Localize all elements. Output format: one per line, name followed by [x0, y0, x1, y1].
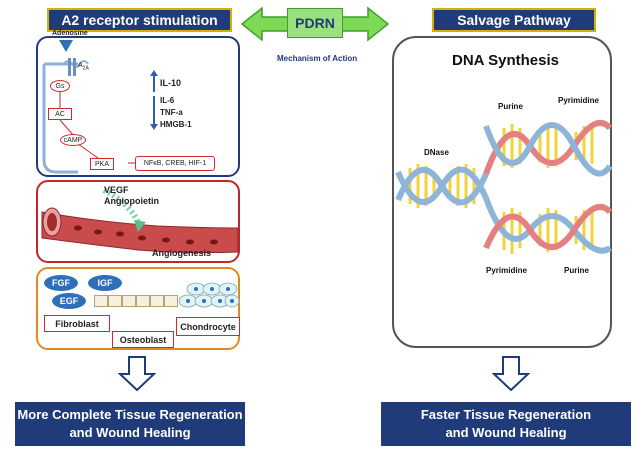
mechanism-caption: Mechanism of Action — [277, 54, 358, 63]
transcription-factors-box: NFκB, CREB, HIF-1 — [135, 156, 215, 171]
igf-oval: IGF — [88, 275, 122, 291]
angiogenesis-panel: VEGF Angiopoietin Angiogenesis — [36, 180, 240, 263]
angiopoietin-label: Angiopoietin — [104, 196, 159, 206]
dna-helix-illustration — [395, 120, 612, 254]
down-arrow-icon — [150, 96, 158, 130]
down-item: IL-6 — [160, 96, 175, 105]
a2a-label: A2A — [78, 62, 89, 71]
pyrimidine-bottom-label: Pyrimidine — [486, 266, 527, 275]
dnase-label: DNase — [424, 148, 449, 157]
up-item: IL-10 — [160, 78, 182, 88]
cell — [122, 295, 136, 307]
cell — [108, 295, 122, 307]
chondrocyte-cluster-illustration — [178, 282, 240, 308]
pka-box: PKA — [90, 158, 114, 170]
left-header: A2 receptor stimulation — [47, 8, 232, 32]
right-footer: Faster Tissue Regeneration and Wound Hea… — [381, 402, 631, 446]
cell — [136, 295, 150, 307]
right-down-arrow-icon — [492, 356, 530, 392]
adenosine-triangle-icon — [59, 40, 73, 52]
a2a-text: A — [78, 62, 83, 69]
growth-factor-panel: FGF IGF EGF Fibroblast Chondrocyte Osteo… — [36, 267, 240, 350]
up-arrow-icon — [150, 70, 158, 92]
purine-bottom-label: Purine — [564, 266, 589, 275]
dna-panel: DNA Synthesis DNase Purine Pyrimidine Py… — [392, 36, 612, 348]
purine-top-label: Purine — [498, 102, 523, 111]
a2a-subscript: 2A — [82, 65, 89, 72]
dna-title: DNA Synthesis — [452, 52, 559, 69]
cell — [94, 295, 108, 307]
egf-oval: EGF — [52, 293, 86, 309]
cell — [164, 295, 178, 307]
gs-box: Gs — [50, 80, 70, 92]
chondrocyte-box: Chondrocyte — [176, 317, 240, 336]
left-down-arrow-icon — [118, 356, 156, 392]
blood-vessel-illustration — [41, 187, 239, 254]
ac-box: AC — [48, 108, 72, 120]
pdrn-box: PDRN — [287, 8, 343, 38]
vegf-label: VEGF — [104, 185, 129, 195]
adenosine-label: Adenosine — [52, 30, 88, 37]
camp-box: cAMP — [60, 134, 86, 146]
left-footer: More Complete Tissue Regeneration and Wo… — [15, 402, 245, 446]
right-header: Salvage Pathway — [432, 8, 596, 32]
angiogenesis-label: Angiogenesis — [152, 248, 212, 258]
down-item: HMGB-1 — [160, 120, 192, 129]
pdrn-label: PDRN — [295, 15, 335, 31]
cell — [150, 295, 164, 307]
osteoblast-box: Osteoblast — [112, 331, 174, 348]
receptor-panel: Adenosine A2A Gs AC cAMP PKA NFκB, CREB,… — [36, 30, 240, 177]
cell-membrane — [42, 58, 138, 174]
fibroblast-box: Fibroblast — [44, 315, 110, 332]
fgf-oval: FGF — [44, 275, 78, 291]
pyrimidine-top-label: Pyrimidine — [558, 96, 599, 105]
down-item: TNF-a — [160, 108, 183, 117]
